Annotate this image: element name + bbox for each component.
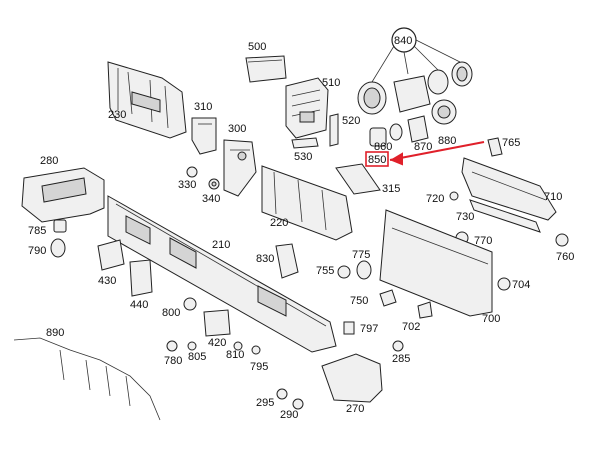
label-420: 420 (208, 337, 226, 349)
part-280[interactable] (21, 167, 105, 223)
part-310[interactable] (191, 117, 217, 155)
label-315: 315 (382, 183, 400, 195)
label-720: 720 (426, 193, 444, 205)
label-702: 702 (402, 321, 420, 333)
label-295: 295 (256, 397, 274, 409)
label-780: 780 (164, 355, 182, 367)
label-890: 890 (46, 327, 64, 339)
label-220: 220 (270, 217, 288, 229)
label-730: 730 (456, 211, 474, 223)
part-797[interactable] (343, 321, 355, 335)
part-510[interactable] (285, 77, 329, 139)
label-770: 770 (474, 235, 492, 247)
label-760: 760 (556, 251, 574, 263)
label-790: 790 (28, 245, 46, 257)
label-797: 797 (360, 323, 378, 335)
label-510: 510 (322, 77, 340, 89)
part-720[interactable] (449, 191, 459, 201)
label-520: 520 (342, 115, 360, 127)
label-285: 285 (392, 353, 410, 365)
part-850[interactable] (365, 141, 485, 167)
part-702[interactable] (417, 301, 433, 319)
part-765[interactable] (487, 137, 503, 157)
part-530[interactable] (291, 137, 319, 149)
label-710: 710 (544, 191, 562, 203)
label-704: 704 (512, 279, 530, 291)
part-270[interactable] (321, 353, 383, 403)
part-810[interactable] (233, 341, 243, 351)
part-315[interactable] (335, 163, 381, 195)
label-280: 280 (40, 155, 58, 167)
label-805: 805 (188, 351, 206, 363)
label-830: 830 (256, 253, 274, 265)
part-755[interactable] (337, 265, 351, 279)
part-300[interactable] (223, 139, 257, 197)
part-704[interactable] (497, 277, 511, 291)
label-860: 860 (374, 141, 392, 153)
label-840: 840 (394, 35, 412, 47)
label-795: 795 (250, 361, 268, 373)
label-330: 330 (178, 179, 196, 191)
part-795[interactable] (251, 345, 261, 355)
label-230: 230 (108, 109, 126, 121)
label-870: 870 (414, 141, 432, 153)
callout-840 (371, 27, 461, 83)
part-340[interactable] (208, 178, 220, 190)
label-270: 270 (346, 403, 364, 415)
label-700: 700 (482, 313, 500, 325)
part-840-assembly[interactable] (357, 61, 473, 115)
part-830[interactable] (275, 243, 299, 279)
label-500: 500 (248, 41, 266, 53)
part-710[interactable] (461, 157, 557, 221)
part-805[interactable] (187, 341, 197, 351)
part-285[interactable] (392, 340, 404, 352)
part-760[interactable] (555, 233, 569, 247)
part-290[interactable] (292, 398, 304, 410)
part-330[interactable] (186, 166, 198, 178)
part-775[interactable] (356, 260, 372, 280)
label-765: 765 (502, 137, 520, 149)
part-210[interactable] (107, 195, 337, 353)
part-230[interactable] (107, 61, 187, 139)
part-880[interactable] (407, 99, 457, 143)
part-700[interactable] (379, 209, 493, 317)
part-860[interactable] (369, 127, 387, 147)
part-790[interactable] (50, 238, 66, 258)
label-810: 810 (226, 349, 244, 361)
label-755: 755 (316, 265, 334, 277)
label-850: 850 (368, 154, 386, 166)
part-870[interactable] (389, 123, 403, 141)
label-300: 300 (228, 123, 246, 135)
label-785: 785 (28, 225, 46, 237)
part-220[interactable] (261, 165, 353, 241)
label-880: 880 (438, 135, 456, 147)
part-440[interactable] (129, 259, 153, 297)
part-785[interactable] (53, 219, 67, 233)
part-500[interactable] (245, 55, 287, 83)
part-750[interactable] (379, 289, 397, 307)
part-430[interactable] (97, 239, 125, 271)
label-440: 440 (130, 299, 148, 311)
part-780[interactable] (166, 340, 178, 352)
label-290: 290 (280, 409, 298, 421)
label-800: 800 (162, 307, 180, 319)
label-430: 430 (98, 275, 116, 287)
part-890[interactable] (13, 337, 161, 421)
part-420[interactable] (203, 309, 231, 337)
part-520[interactable] (329, 113, 339, 147)
part-730[interactable] (469, 199, 541, 233)
label-775: 775 (352, 249, 370, 261)
part-295[interactable] (276, 388, 288, 400)
label-750: 750 (350, 295, 368, 307)
label-530: 530 (294, 151, 312, 163)
part-800[interactable] (183, 297, 197, 311)
label-340: 340 (202, 193, 220, 205)
label-310: 310 (194, 101, 212, 113)
label-210: 210 (212, 239, 230, 251)
